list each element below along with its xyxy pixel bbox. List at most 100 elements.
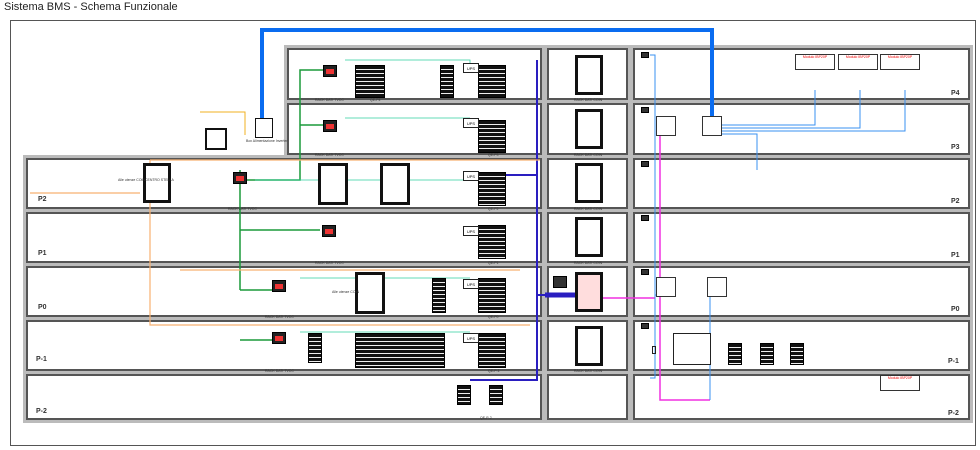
cabinet-p2b [380,163,410,205]
qe-rack-p2 [478,172,506,206]
green-lines [239,69,325,341]
qe-pm1-label: QE-P-1 [488,369,500,373]
centro-stella-cabinet [143,163,171,203]
floor-pm2-left [23,371,545,423]
tvcc-unit-pm1 [272,332,286,344]
module-p3b [702,116,722,136]
ups-p4: UPS [463,63,479,73]
floor-label-pm1-left: P-1 [36,356,47,363]
rack-coin-label-p2: RACK DATI COIN [574,207,603,211]
panel-icon-p3 [641,107,649,113]
module-p4a: Modulo IBP20P [795,54,835,70]
floor-label-pm1: P-1 [948,358,959,365]
floor-label-p1-left: P1 [38,250,47,257]
module-p4b: Modulo IBP20P [838,54,878,70]
qe-rack-pm1a [308,333,322,363]
module-pm2: Modulo IBP20P [880,375,920,391]
sensor-pm1 [652,346,656,354]
floor-p0-right [630,263,973,320]
panel-pm1b [760,343,774,365]
yellow-line [200,111,246,135]
main-backbone-line [260,28,714,120]
qe-rack-pm2b [489,385,503,405]
floor-label-p1: P1 [951,252,960,259]
purple-lines [470,60,570,381]
tvcc-unit-p4 [323,65,337,77]
rack-tvcc-label-p1: RACK DATI TVCC [315,261,344,265]
ups-p1: UPS [463,226,479,236]
qe-p1-label: QE-P1 [488,261,499,265]
floor-p1-left [23,209,545,266]
qe-rack-p0a [432,278,446,313]
rack-tvcc-label-p4: RACK DATI TVCC [315,98,344,102]
qe-rack-p4b [440,65,454,98]
panel-pm1c [790,343,804,365]
module-p0a [656,277,676,297]
rack-coin-label-p1: RACK DATI COIN [574,261,603,265]
rack-tvcc-label-pm1: RACK DATI TVCC [265,369,294,373]
qe-rack-p4c [478,65,506,98]
ups-p3: UPS [463,118,479,128]
floor-p2-left [23,155,545,212]
blue-lines [650,54,906,400]
panel-icon-p0 [641,269,649,275]
rack-coin-label-pm1: RACK DATI COIN [574,369,603,373]
inverter-box [255,118,273,138]
diagram-frame [10,20,976,446]
module-p0b [707,277,727,297]
coin-rack-p1 [575,217,603,257]
switchboard-pm1 [673,333,711,365]
rack-coin-label-p3: RACK DATI COIN [574,153,603,157]
orange-lines [30,159,540,326]
tvcc-unit-p3 [323,120,337,132]
rack-tvcc-label-p2: RACK DATI TVCC [228,207,257,211]
panel-icon-p4 [641,52,649,58]
cabinet-p2a [318,163,348,205]
inverter-box-label: Box Alimentazione Inverter [246,139,288,143]
tvcc-unit-p2 [233,172,247,184]
page-title: Sistema BMS - Schema Funzionale [4,1,178,13]
coin-pm2 [544,371,631,423]
ups-p0: UPS [463,279,479,289]
tvcc-unit-p1 [322,225,336,237]
qe-rack-p3 [478,120,506,153]
qe-rack-pm2a [457,385,471,405]
rack-coin-label-p4: RACK DATI COIN [574,98,603,102]
floor-label-p4: P4 [951,90,960,97]
floor-label-p0-left: P0 [38,304,47,311]
qe-pm2-label: QE-P-2 [480,416,492,420]
coin-rack-p3 [575,109,603,149]
coin-rack-pm1 [575,326,603,366]
rack-tvcc-label-p3: RACK DATI TVCC [315,153,344,157]
module-p4c: Modulo IBP20P [880,54,920,70]
floor-p3-right [630,100,973,158]
tvcc-unit-p0 [272,280,286,292]
core-switch-rack [575,272,603,312]
qe-rack-p0b [478,278,506,313]
panel-icon-p1 [641,215,649,221]
floor-label-p0: P0 [951,306,960,313]
concentrator-unit [205,128,227,150]
centro-stella-label: CENTRO STELLA [145,178,174,182]
qe-p2-label: QE-P2 [488,207,499,211]
panel-icon-pm1 [641,323,649,329]
coin-rack-p2 [575,163,603,203]
floor-label-p3: P3 [951,144,960,151]
qe-rack-p4a [355,65,385,98]
floor-p2-right [630,155,973,212]
coin-users-label-p0: Alle utenze COIN [332,290,360,294]
ups-p2: UPS [463,171,479,181]
server-monitor [553,276,567,288]
magenta-lines [600,125,710,401]
floor-label-p2: P2 [951,198,960,205]
qe-p4-label: QE-P4 [370,98,381,102]
floor-label-p2-left: P2 [38,196,47,203]
floor-p1-right [630,209,973,266]
floor-label-pm2: P-2 [948,410,959,417]
teal-lines [255,59,475,333]
coin-users-label-p2: Alle utenze COIN [118,178,146,182]
floor-pm1-left [23,317,545,374]
qe-rack-pm1c [478,333,506,368]
cabinet-p0 [355,272,385,314]
